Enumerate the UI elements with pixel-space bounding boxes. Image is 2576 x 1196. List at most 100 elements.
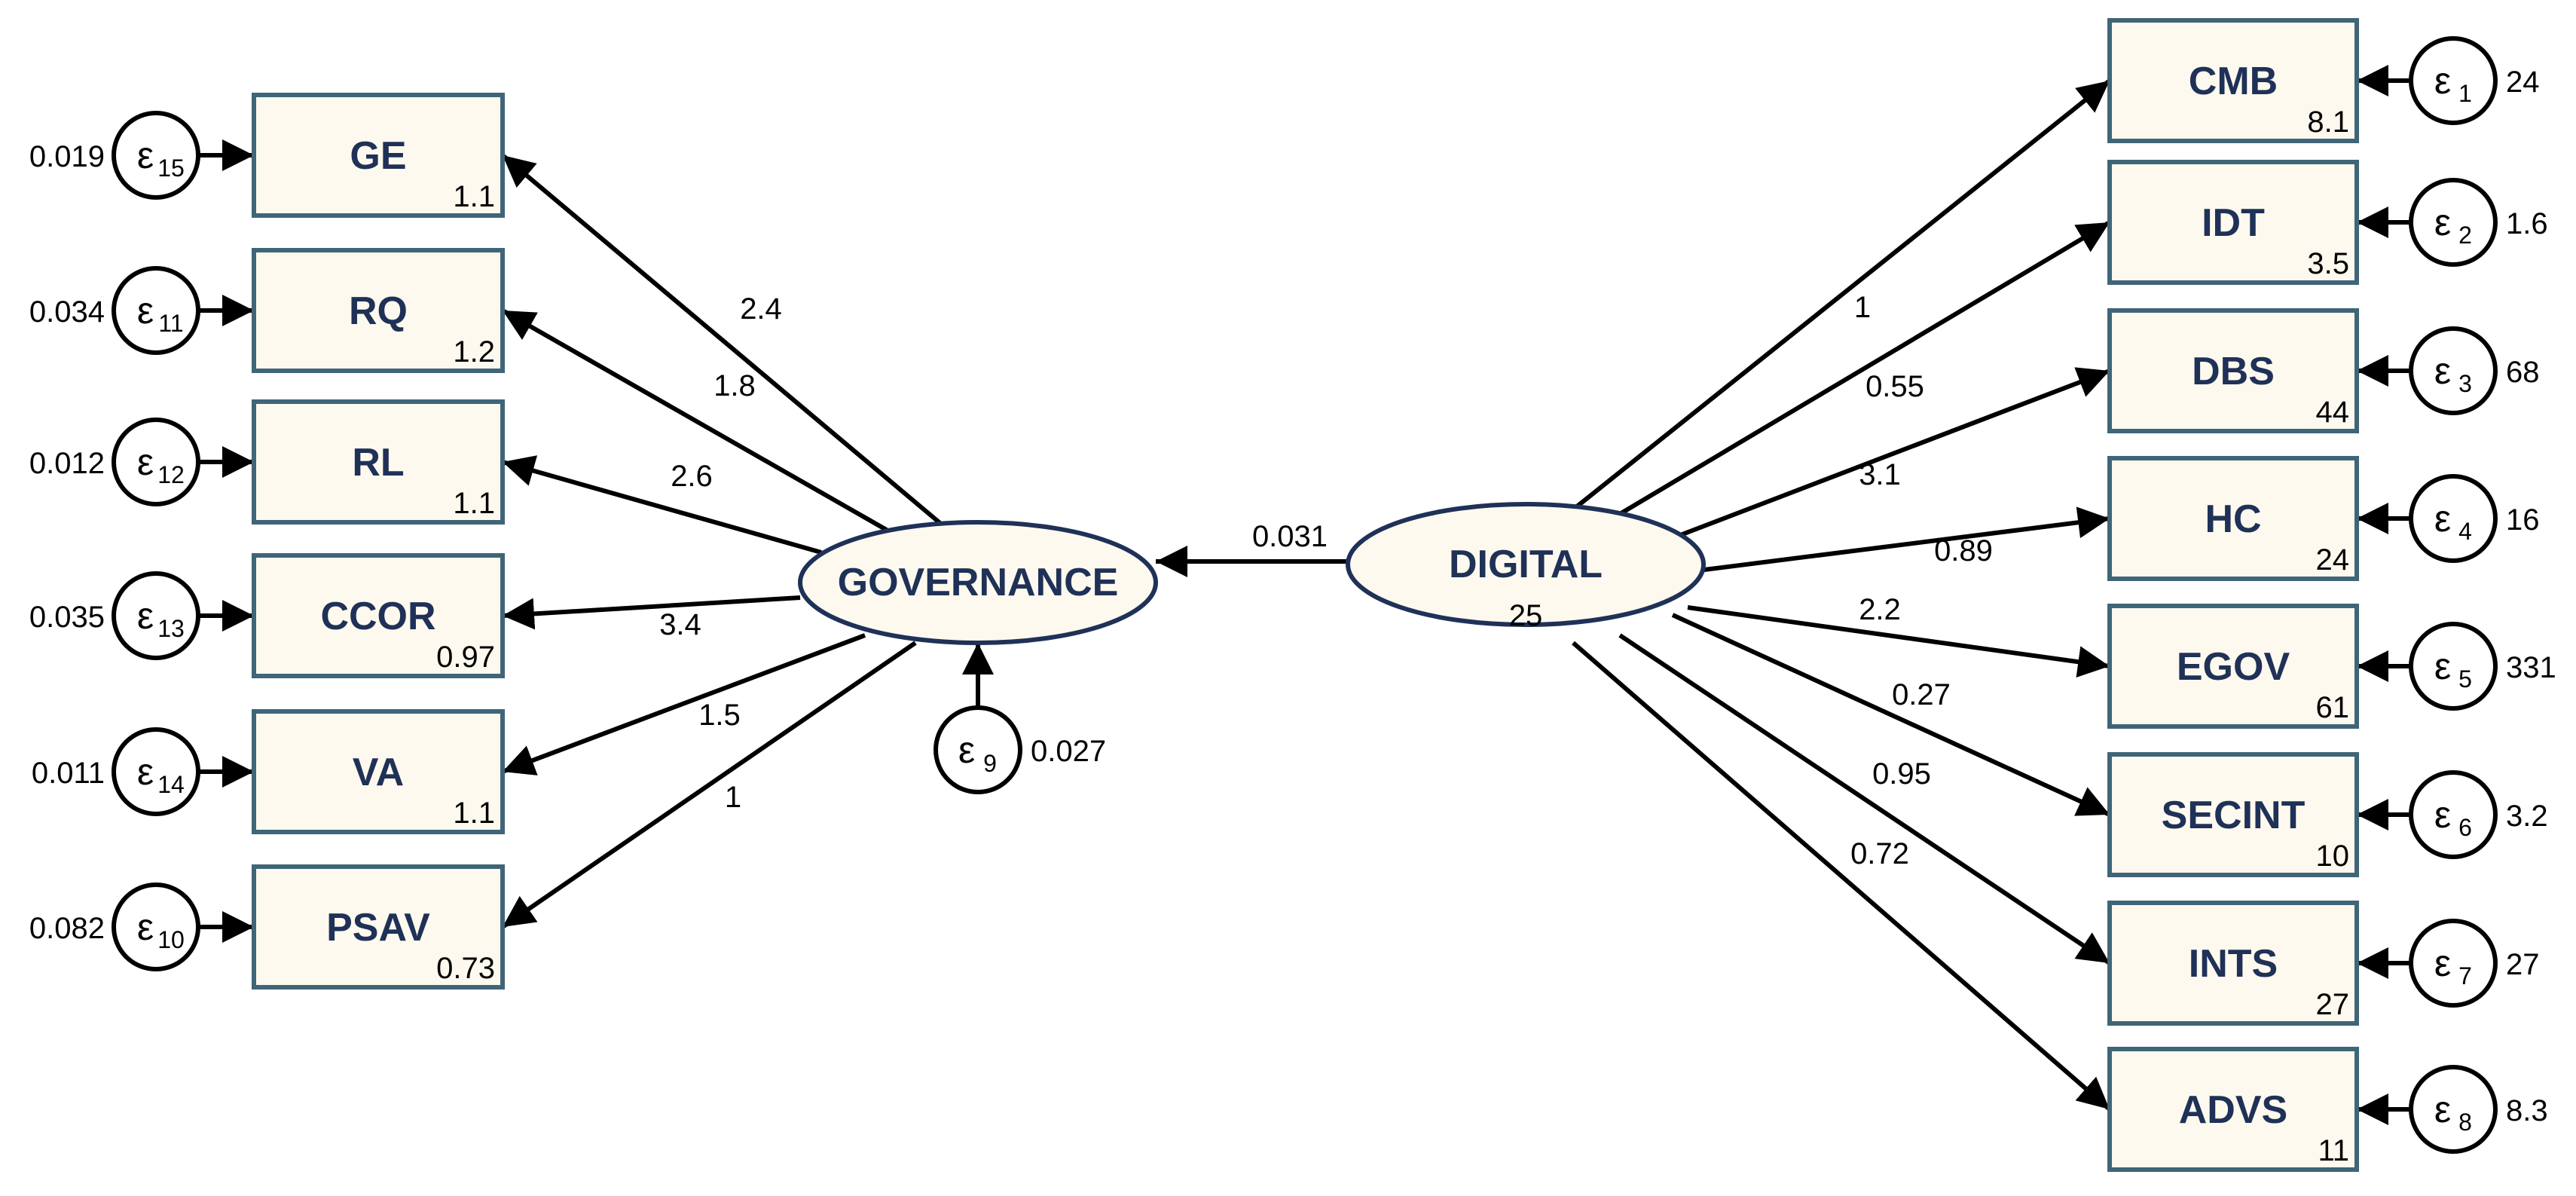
loading-value: 2.2 [1859, 593, 1901, 626]
loading-arrow-egov[interactable] [1687, 605, 2110, 678]
loading-arrow-secint[interactable] [1671, 613, 2111, 817]
indicator-box[interactable] [252, 864, 505, 990]
error-circle[interactable] [2409, 36, 2498, 125]
indicator-rl[interactable]: RL1.1 [252, 399, 505, 525]
indicator-label: IDT [2202, 201, 2265, 245]
error-variance: 68 [2506, 356, 2540, 389]
error-symbol: ε [2434, 1088, 2451, 1130]
loading-value: 2.4 [740, 292, 782, 326]
loading-arrow-idt[interactable] [1618, 220, 2111, 516]
error-circle[interactable] [2409, 326, 2498, 415]
loading-arrow-rl[interactable] [502, 455, 822, 555]
indicator-label: DBS [2192, 350, 2275, 393]
indicator-box[interactable] [252, 709, 505, 834]
loading-arrow-cmb[interactable] [1572, 78, 2111, 512]
indicator-box[interactable] [252, 93, 505, 218]
error-circle[interactable] [2409, 622, 2498, 711]
error-circle[interactable] [112, 418, 200, 506]
error-circle[interactable] [112, 882, 200, 971]
loading-value: 3.4 [659, 608, 701, 641]
indicator-box[interactable] [2107, 456, 2359, 581]
indicator-intercept: 61 [2316, 691, 2350, 724]
loading-arrow-psav[interactable] [501, 641, 917, 929]
loading-arrow-ccor[interactable] [502, 595, 801, 630]
latent-governance[interactable]: GOVERNANCE [798, 520, 1158, 645]
error-subscript: 15 [157, 154, 185, 182]
governance-error-circle[interactable] [934, 705, 1022, 794]
governance-error[interactable]: ε 9 0.027 [934, 705, 1106, 794]
indicator-label: CCOR [320, 595, 435, 638]
error-circle[interactable] [2409, 770, 2498, 859]
error-circle[interactable] [2409, 1065, 2498, 1154]
indicator-box[interactable] [252, 399, 505, 525]
indicator-box[interactable] [2107, 18, 2359, 143]
indicator-rq[interactable]: RQ1.2 [252, 248, 505, 373]
indicator-box[interactable] [2107, 604, 2359, 729]
error-subscript: 11 [158, 310, 183, 337]
latent-digital[interactable]: DIGITAL 25 [1346, 502, 1706, 632]
error-circle[interactable] [112, 111, 200, 200]
loading-arrow-rq[interactable] [501, 308, 891, 534]
error-circle[interactable] [2409, 178, 2498, 267]
indicator-box[interactable] [2107, 308, 2359, 433]
indicator-va[interactable]: VA1.1 [252, 709, 505, 834]
error-circle[interactable] [2409, 474, 2498, 563]
loading-arrow-ge[interactable] [501, 153, 943, 527]
error-circle[interactable] [2409, 919, 2498, 1008]
indicator-box[interactable] [252, 553, 505, 678]
latent-digital-ellipse[interactable] [1346, 502, 1706, 627]
indicator-box[interactable] [2107, 752, 2359, 877]
loading-value: 1 [1854, 291, 1871, 324]
loading-arrow-hc[interactable] [1704, 506, 2110, 572]
error-symbol: ε [2434, 350, 2451, 392]
governance-error-subscript: 9 [983, 750, 997, 777]
loading-arrow-advs[interactable] [1572, 641, 2111, 1112]
loading-value: 0.72 [1850, 837, 1909, 870]
error-symbol: ε [2434, 201, 2451, 243]
latent-governance-ellipse[interactable] [798, 520, 1158, 645]
loading-arrow-va[interactable] [501, 633, 866, 775]
error-subscript: 2 [2458, 222, 2472, 249]
latent-governance-label: GOVERNANCE [838, 561, 1119, 604]
latent-digital-label: DIGITAL [1449, 543, 1603, 586]
error-circle[interactable] [112, 571, 200, 660]
indicator-ge[interactable]: GE1.1 [252, 93, 505, 218]
loading-arrow-dbs[interactable] [1675, 367, 2111, 539]
error-subscript: 13 [157, 615, 185, 642]
error-variance: 24 [2506, 66, 2540, 99]
loading-value: 0.55 [1866, 370, 1924, 403]
indicator-box[interactable] [2107, 1047, 2359, 1172]
indicator-box[interactable] [2107, 160, 2359, 285]
error-circle[interactable] [112, 266, 200, 355]
loading-arrow-ints[interactable] [1618, 633, 2111, 965]
indicator-box[interactable] [252, 248, 505, 373]
error-circle[interactable] [112, 727, 200, 816]
indicator-label: PSAV [326, 906, 430, 950]
indicator-box[interactable] [2107, 901, 2359, 1026]
